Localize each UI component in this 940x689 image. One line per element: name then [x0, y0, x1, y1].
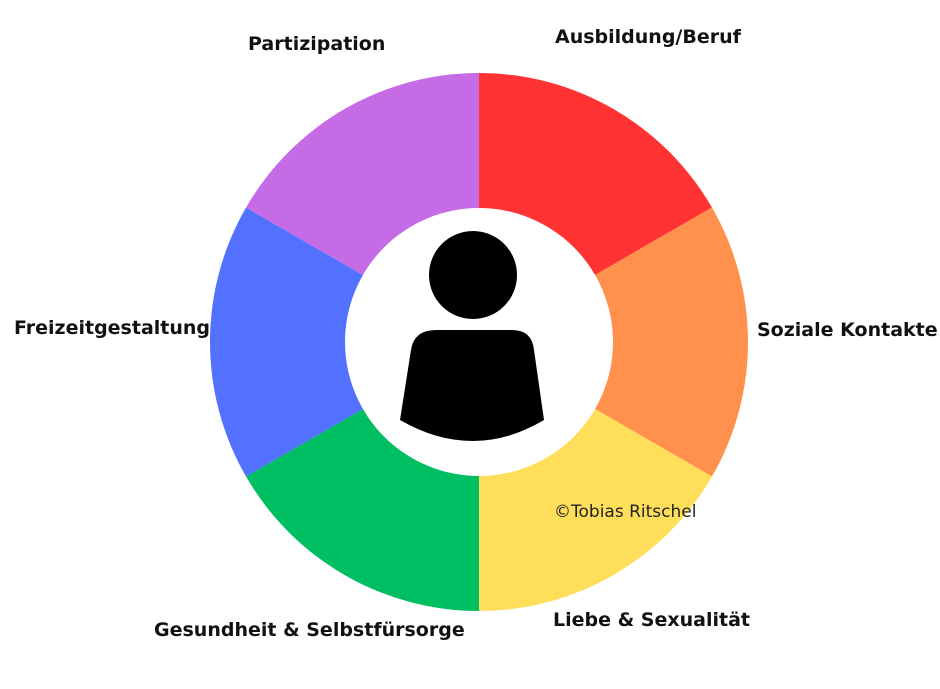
copyright-credit: ©Tobias Ritschel — [554, 502, 697, 522]
label-ausbildung-beruf: Ausbildung/Beruf — [555, 26, 741, 48]
label-freizeitgestaltung: Freizeitgestaltung — [14, 317, 211, 339]
label-gesundheit-selbstfuersorge: Gesundheit & Selbstfürsorge — [154, 619, 465, 641]
person-icon — [400, 231, 544, 441]
label-partizipation: Partizipation — [248, 33, 386, 55]
segment-soziale-kontakte — [479, 207, 748, 477]
label-liebe-sexualitaet: Liebe & Sexualität — [553, 609, 750, 631]
segment-freizeitgestaltung — [210, 207, 479, 477]
label-soziale-kontakte: Soziale Kontakte — [757, 319, 938, 341]
